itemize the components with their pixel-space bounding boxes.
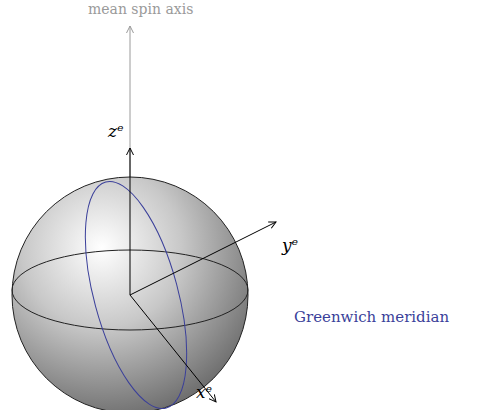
greenwich-meridian xyxy=(65,171,207,410)
axis-label: zᵉ xyxy=(108,122,124,141)
z-axis xyxy=(130,148,131,295)
axis-label: xᵉ xyxy=(196,383,212,402)
meridian-label: Greenwich meridian xyxy=(294,309,449,326)
axis-label: mean spin axis xyxy=(88,2,193,17)
axis-label: yᵉ xyxy=(282,236,298,255)
x-axis xyxy=(130,295,216,402)
y-axis xyxy=(130,222,276,295)
